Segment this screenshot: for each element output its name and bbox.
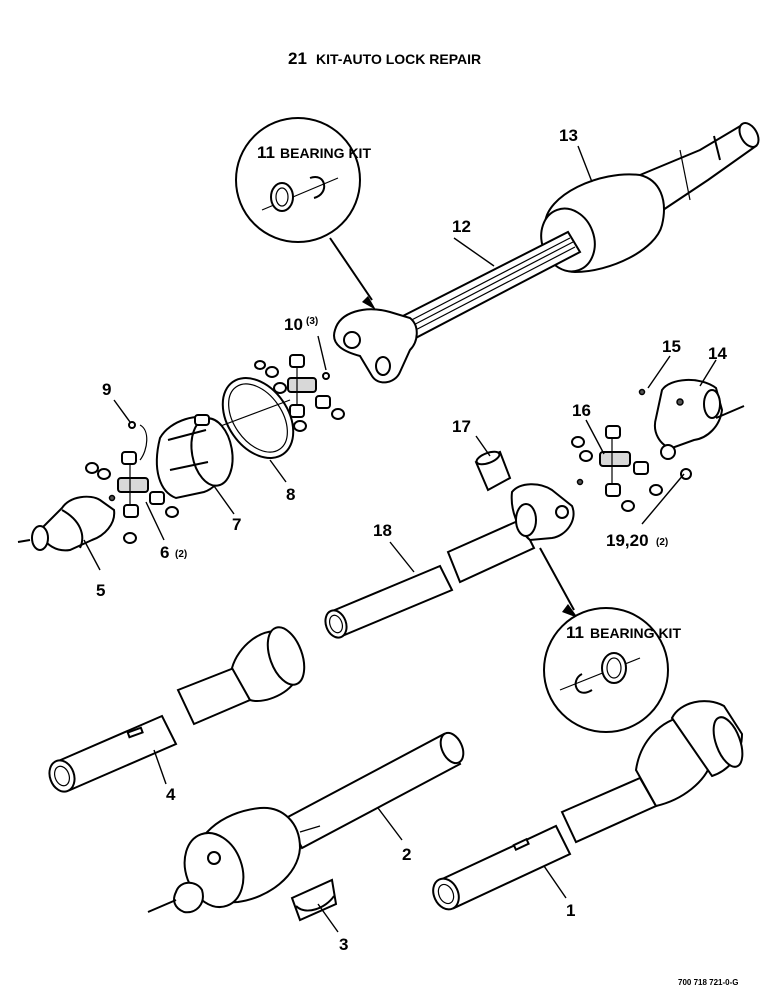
callout-5: 5: [96, 581, 105, 600]
callout-14: 14: [708, 344, 727, 363]
callout-12: 12: [452, 217, 471, 236]
part-2-shield-assembly: [147, 731, 465, 914]
callout-15: 15: [662, 337, 681, 356]
title-number: 21: [288, 49, 307, 68]
part-4-outer-tube: [48, 626, 306, 793]
bearing-kit-number-bottom: 11: [566, 623, 584, 642]
part-14-yoke-assembly: [654, 378, 745, 480]
callout-17: 17: [452, 417, 471, 436]
callout-1: 1: [566, 901, 575, 920]
part-17-bearing-sleeve: [474, 450, 512, 492]
callout-19-20-qty: (2): [656, 537, 668, 548]
bearing-kit-number-top: 11: [257, 143, 275, 162]
diagram-title: 21 KIT-AUTO LOCK REPAIR: [288, 49, 481, 68]
part-1-inner-shaft: [432, 700, 744, 911]
callout-3: 3: [339, 935, 348, 954]
callout-18: 18: [373, 521, 392, 540]
drawing-reference-code: 700 718 721-0-G: [678, 978, 739, 987]
part-18-inner-tube: [324, 483, 575, 639]
part-12-splined-shaft: [393, 230, 582, 344]
callout-6: 6: [160, 543, 169, 562]
bearing-kit-label-bottom: BEARING KIT: [590, 625, 681, 641]
part-9-fitting: [128, 421, 148, 461]
leader-lines: [83, 145, 717, 933]
bearing-kit-detail-top: 11 BEARING KIT: [235, 117, 376, 310]
part-7-bearing-housing: [155, 414, 234, 500]
callout-4: 4: [166, 785, 176, 804]
part-5-yoke: [17, 495, 116, 552]
callout-10: 10: [284, 315, 303, 334]
callout-13: 13: [559, 126, 578, 145]
title-text: KIT-AUTO LOCK REPAIR: [316, 51, 481, 67]
callout-19-20: 19,20: [606, 531, 649, 550]
bearing-kit-detail-bottom: 11 BEARING KIT: [539, 547, 681, 733]
callout-16: 16: [572, 401, 591, 420]
part-10-grease-fitting: [317, 335, 330, 380]
shaft-yoke: [333, 308, 418, 384]
part-3-sleeve: [290, 878, 338, 922]
callout-10-qty: (3): [306, 316, 318, 327]
part-6-cross-bearing: [85, 451, 179, 544]
callout-labels: 9 5 6 (2) 7 8 10 (3) 12 13 14 15 16 17 1…: [96, 126, 727, 954]
part-8-retaining-ring: [209, 377, 295, 459]
callout-7: 7: [232, 515, 241, 534]
cross-bearing-upper: [254, 354, 345, 432]
callout-6-qty: (2): [175, 549, 187, 560]
callout-2: 2: [402, 845, 411, 864]
callout-8: 8: [286, 485, 295, 504]
part-16-cross-bearing: [571, 388, 663, 512]
callout-9: 9: [102, 380, 111, 399]
bearing-kit-label-top: BEARING KIT: [280, 145, 371, 161]
